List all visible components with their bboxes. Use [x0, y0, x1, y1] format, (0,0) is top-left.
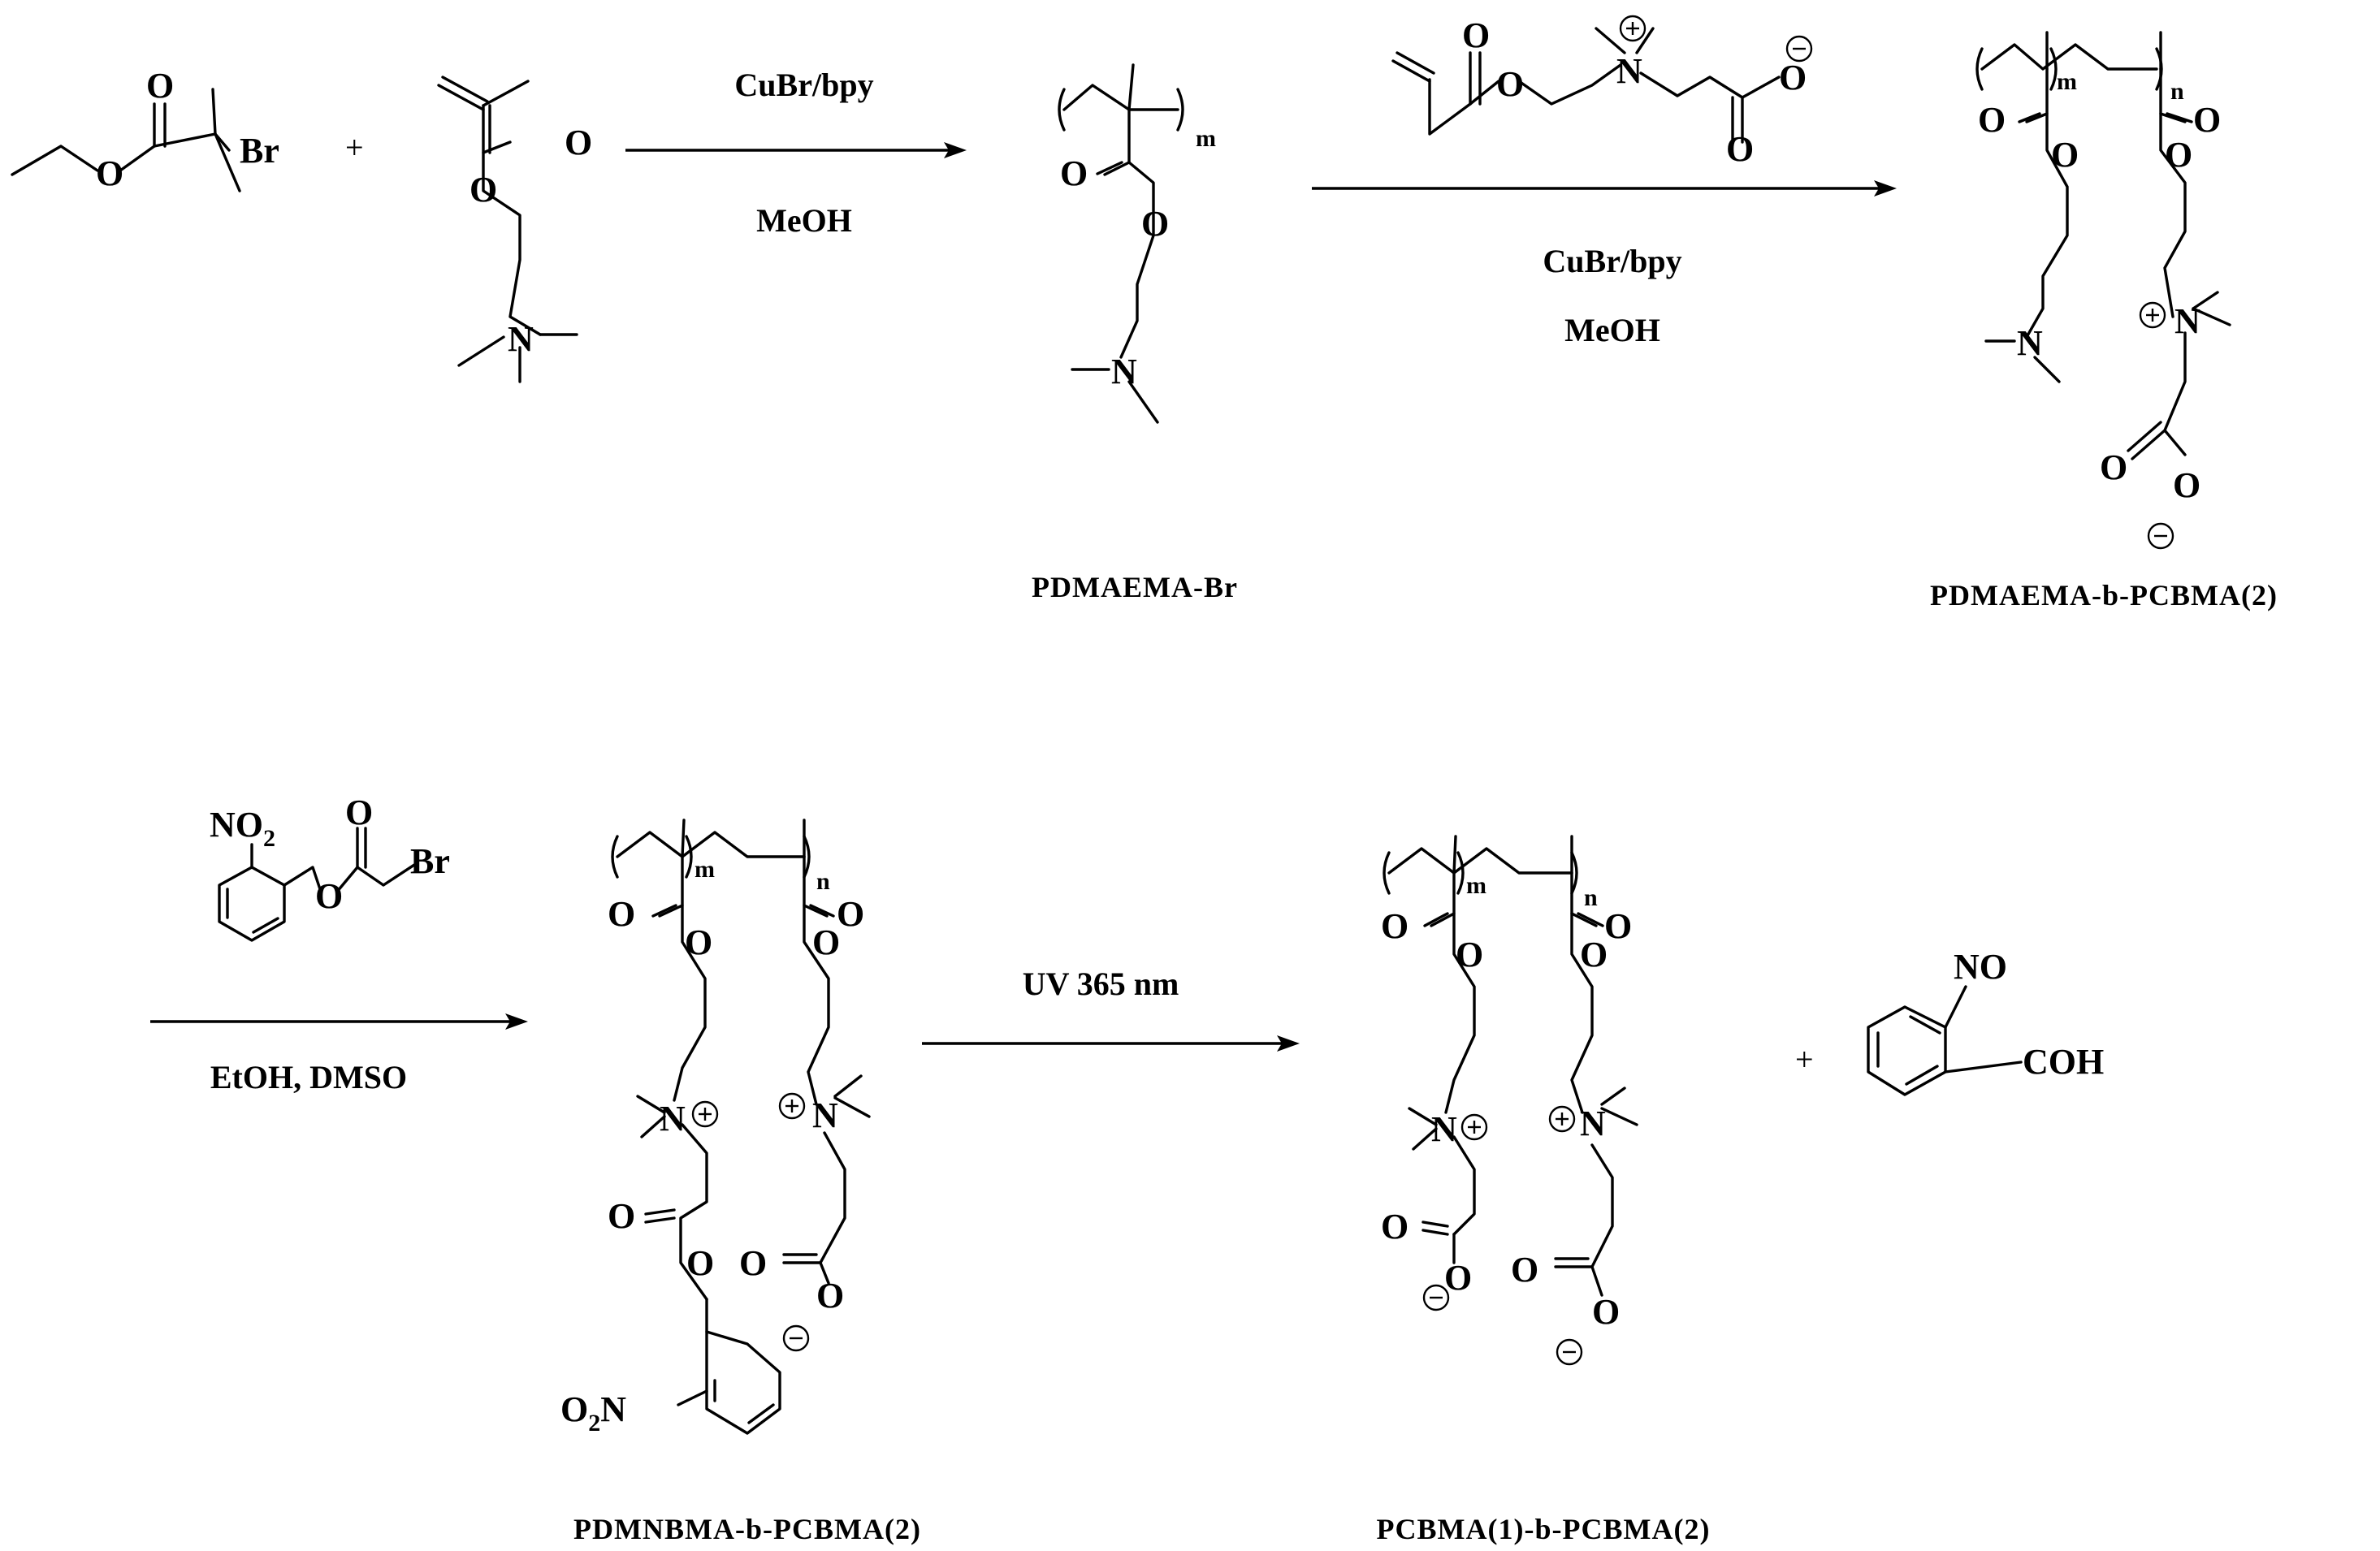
nitrobenzyl-bromoacetate: NO2 O O Br — [210, 793, 450, 942]
ester-oxygen: O — [2051, 135, 2079, 175]
repeat-m: m — [695, 856, 715, 883]
carbonyl-oxygen: O — [565, 123, 592, 162]
reagent-solvent-1: MeOH — [756, 202, 852, 239]
reagent-light-4: UV 365 nm — [1023, 966, 1179, 1002]
carbonyl-oxygen: O — [608, 1196, 635, 1236]
carboxylate-oxygen: O — [1381, 1207, 1409, 1246]
ester-oxygen: O — [685, 922, 712, 962]
repeat-m: m — [1196, 125, 1216, 152]
ammonium-nitrogen: N — [1616, 51, 1642, 91]
carboxylate-oxygen: O — [2100, 447, 2127, 487]
dmaema-monomer: O O N — [437, 76, 592, 383]
nitroso-group: NO — [1954, 947, 2007, 987]
carboxylate-oxygen: O — [1726, 129, 1754, 169]
carbonyl-oxygen: O — [608, 894, 635, 934]
ester-oxygen: O — [686, 1243, 714, 1283]
ester-oxygen: O — [315, 876, 343, 916]
positive-charge — [778, 1092, 806, 1120]
repeat-n: n — [816, 868, 830, 895]
ester-oxygen: O — [1580, 935, 1608, 974]
pdmaema-b-pcbma-structure: O O N O O N O O m n — [1975, 31, 2231, 550]
carbonyl-oxygen: O — [1978, 100, 2006, 140]
amine-nitrogen: N — [1111, 352, 1137, 391]
carboxylate-oxygen: O — [739, 1243, 767, 1283]
ester-oxygen: O — [1141, 204, 1169, 244]
carbonyl-oxygen: O — [2193, 100, 2221, 140]
pdmnbma-b-pcbma-structure: O O N O O O2N O O N O O m n — [560, 819, 871, 1437]
carbonyl-oxygen: O — [837, 894, 864, 934]
reaction-arrow-1 — [625, 142, 967, 158]
reagent-solvents-3: EtOH, DMSO — [210, 1059, 407, 1095]
nitrosobenzaldehyde-byproduct: NO COH — [1867, 947, 2104, 1096]
carboxylate-oxygen: O — [1779, 58, 1807, 97]
carboxylate-oxygen: O — [1511, 1250, 1538, 1290]
ammonium-nitrogen: N — [812, 1095, 838, 1135]
carbonyl-oxygen: O — [1604, 906, 1632, 946]
plus-sign-1: + — [345, 129, 364, 166]
ammonium-nitrogen: N — [660, 1099, 686, 1138]
repeat-n: n — [1584, 884, 1598, 911]
carbonyl-oxygen: O — [1381, 906, 1409, 946]
positive-charge — [1460, 1113, 1488, 1141]
ester-oxygen: O — [812, 922, 840, 962]
ammonium-nitrogen: N — [1580, 1104, 1606, 1143]
label-pdmaema-b-pcbma: PDMAEMA-b-PCBMA(2) — [1930, 579, 2278, 611]
reaction-arrow-2 — [1312, 180, 1897, 197]
label-pdmnbma-b-pcbma: PDMNBMA-b-PCBMA(2) — [573, 1513, 921, 1545]
negative-charge — [1556, 1338, 1583, 1366]
positive-charge — [1548, 1105, 1576, 1133]
ethyl-2-bromoisobutyrate: O O Br — [11, 66, 279, 193]
carbonyl-oxygen: O — [1462, 15, 1490, 55]
ester-oxygen: O — [2165, 135, 2192, 175]
negative-charge — [782, 1324, 810, 1352]
ester-oxygen: O — [470, 170, 497, 210]
negative-charge — [2147, 522, 2174, 550]
carbonyl-oxygen: O — [146, 66, 174, 106]
carboxylate-oxygen: O — [1444, 1258, 1472, 1298]
nitro-group: O2N — [560, 1389, 626, 1437]
ammonium-nitrogen: N — [1431, 1109, 1457, 1149]
cbma-monomer: O O N O O — [1391, 15, 1813, 169]
carboxylate-oxygen: O — [1592, 1292, 1620, 1332]
aldehyde-group: COH — [2023, 1042, 2104, 1082]
reagent-catalyst-1: CuBr/bpy — [734, 67, 873, 103]
repeat-m: m — [1466, 872, 1486, 899]
bromine-atom: Br — [410, 841, 450, 881]
positive-charge — [1619, 15, 1647, 42]
ester-oxygen: O — [1456, 935, 1483, 974]
nitro-group: NO2 — [210, 805, 275, 852]
ammonium-nitrogen: N — [2174, 301, 2200, 341]
label-pcbma-b-pcbma: PCBMA(1)-b-PCBMA(2) — [1377, 1513, 1711, 1545]
bromine-atom: Br — [240, 131, 279, 171]
positive-charge — [2139, 301, 2166, 329]
negative-charge — [1422, 1284, 1450, 1311]
reagent-solvent-2: MeOH — [1564, 312, 1660, 348]
carboxylate-oxygen: O — [2173, 465, 2200, 505]
carbonyl-oxygen: O — [345, 793, 373, 832]
carbonyl-oxygen: O — [1060, 153, 1088, 193]
reaction-arrow-4 — [922, 1035, 1300, 1052]
ester-oxygen: O — [96, 153, 123, 193]
carboxylate-oxygen: O — [816, 1276, 844, 1316]
pcbma-b-pcbma-structure: O O N O O O O N O O m n — [1381, 835, 1638, 1366]
plus-sign-2: + — [1795, 1041, 1814, 1078]
label-pdmaema-br: PDMAEMA-Br — [1032, 571, 1238, 603]
repeat-n: n — [2170, 78, 2184, 105]
reaction-arrow-3 — [150, 1013, 528, 1030]
positive-charge — [691, 1100, 719, 1128]
ester-oxygen: O — [1496, 64, 1524, 104]
amine-nitrogen: N — [508, 319, 534, 359]
reagent-catalyst-2: CuBr/bpy — [1543, 243, 1681, 279]
pdmaema-br-structure: O O N m — [1058, 63, 1216, 424]
repeat-m: m — [2057, 68, 2077, 95]
amine-nitrogen: N — [2017, 323, 2043, 363]
